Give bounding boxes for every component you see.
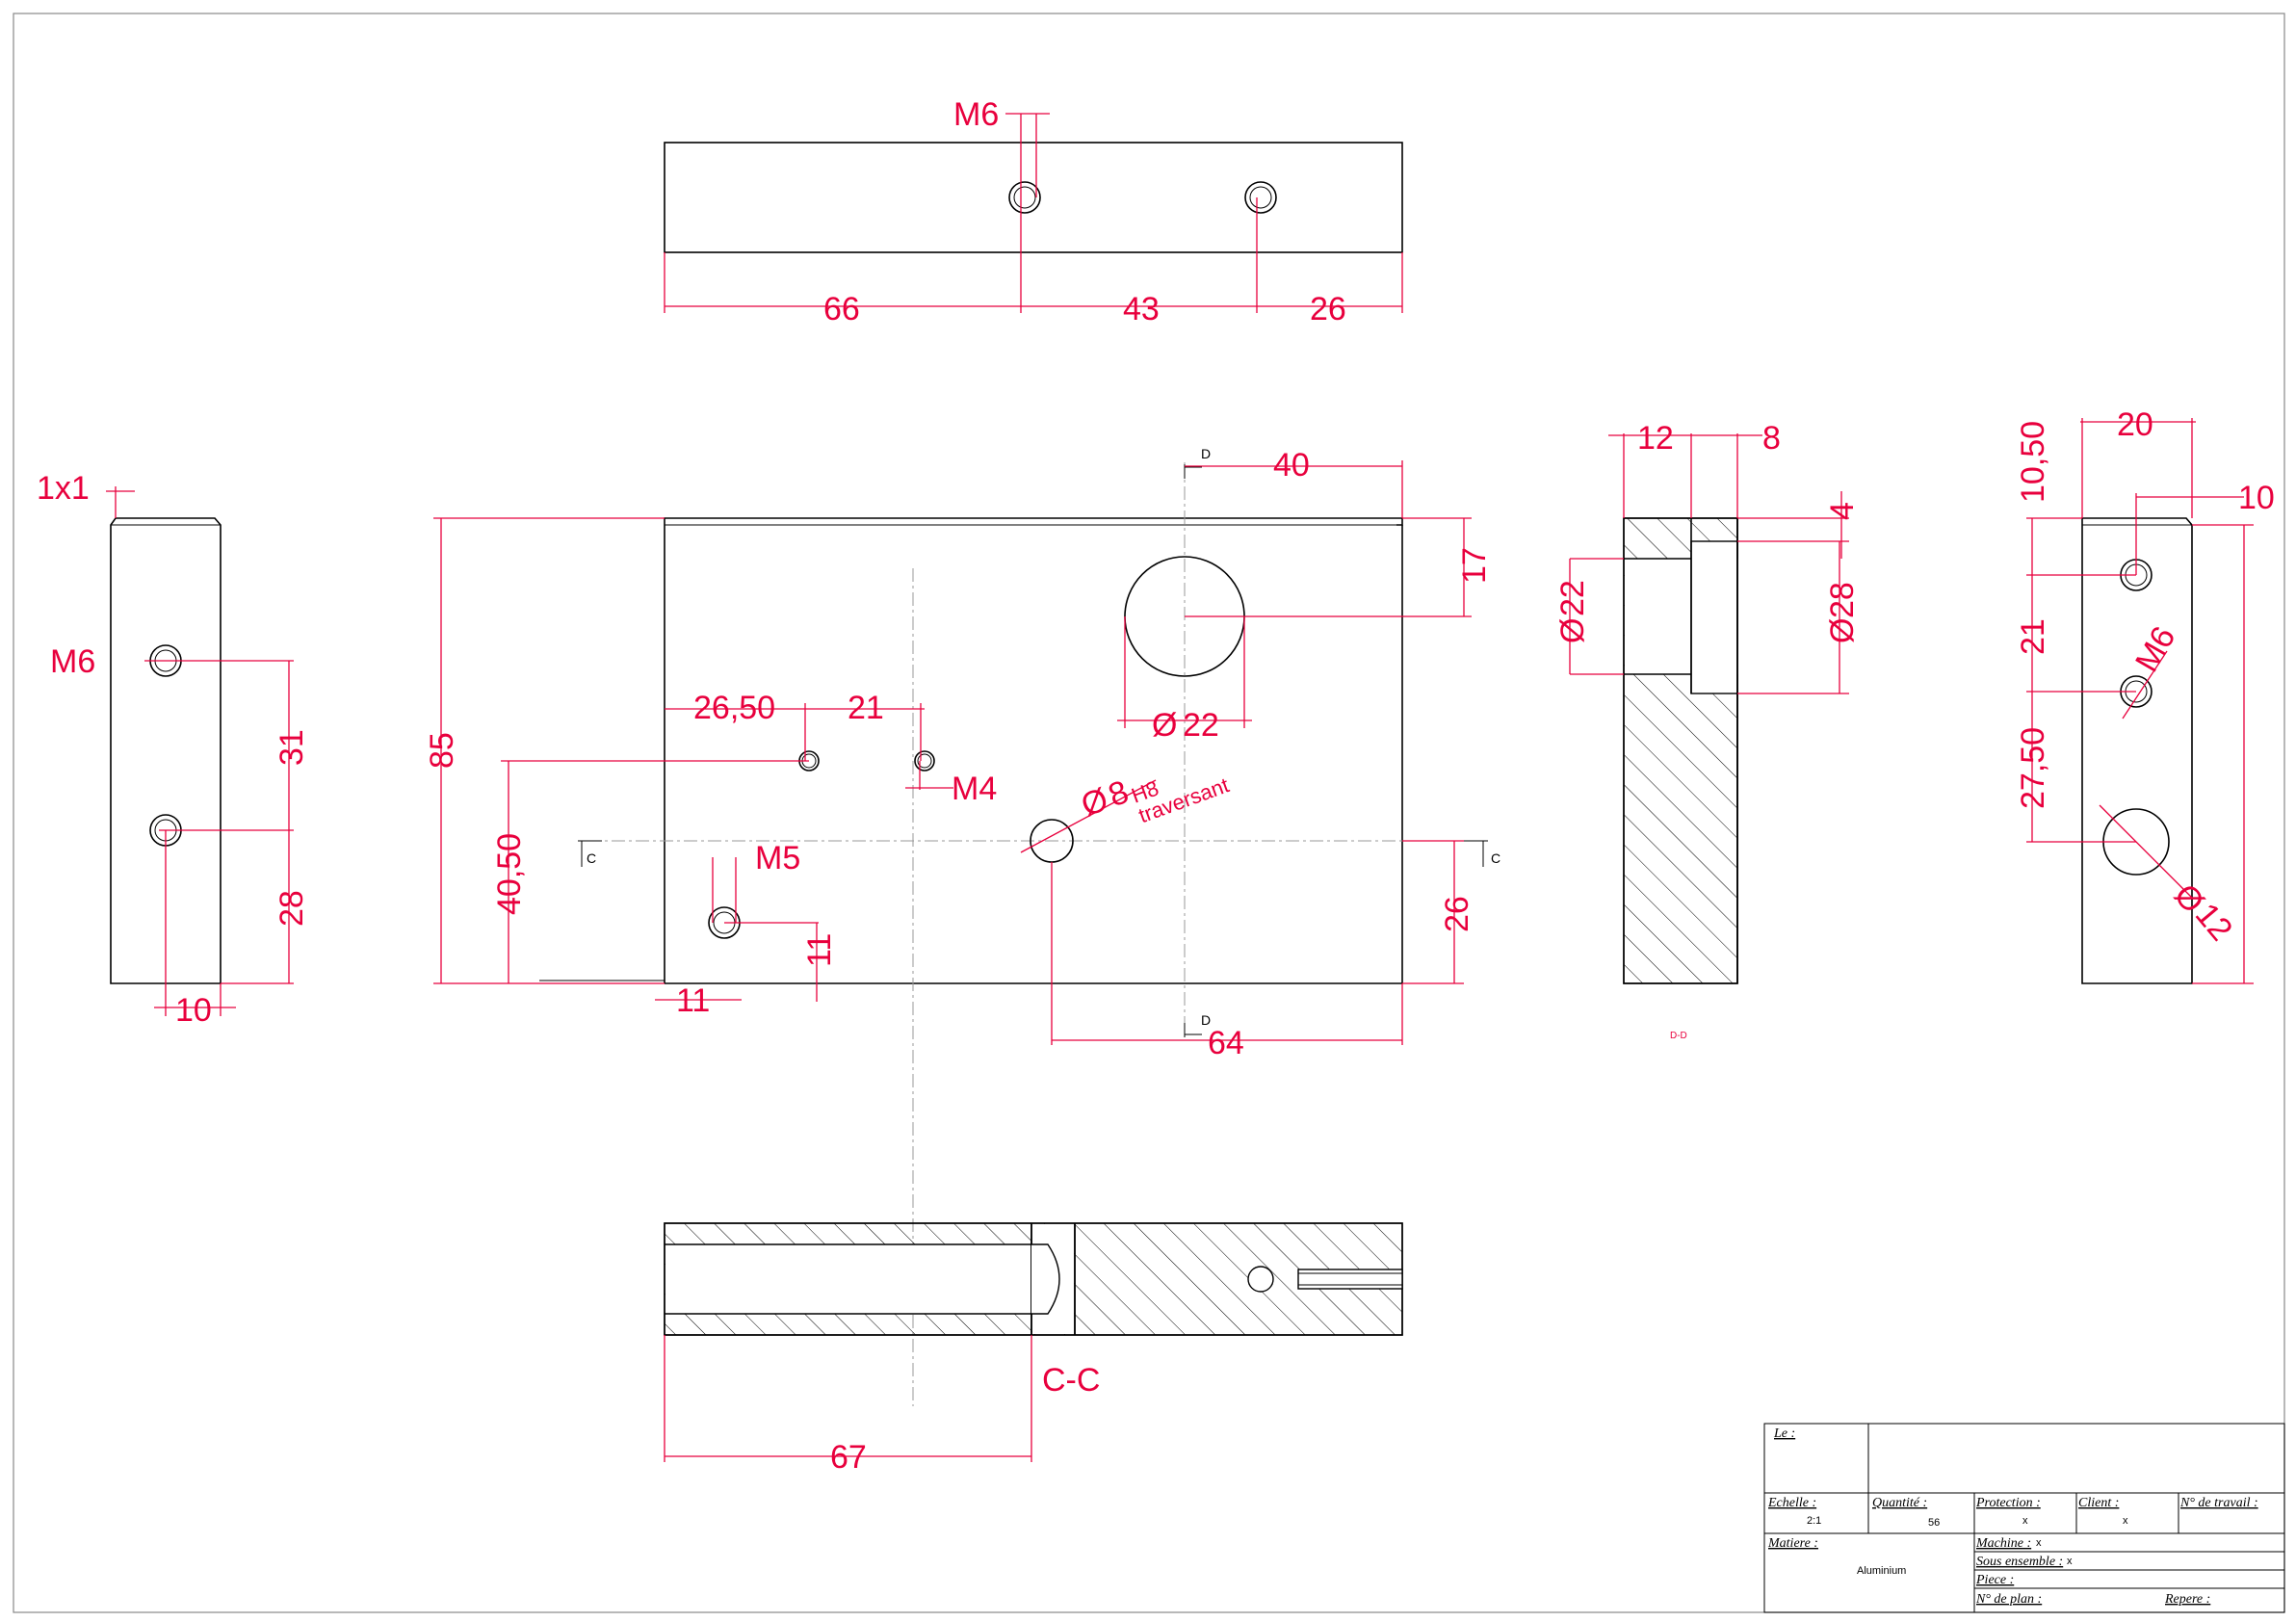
tb-echelle-label: Echelle : <box>1767 1496 1816 1510</box>
top-thread-label: M6 <box>953 96 999 133</box>
section-cc-view: 67 C-C <box>664 1222 1403 1476</box>
top-dim-43: 43 <box>1123 291 1160 327</box>
right-dim-21: 21 <box>2015 618 2051 655</box>
left-dim-28: 28 <box>274 890 310 927</box>
front-dim-64: 64 <box>1208 1025 1244 1061</box>
left-chamfer-label: 1x1 <box>37 470 90 507</box>
front-dim-26: 26 <box>1439 896 1475 932</box>
front-dim-11-vertical: 11 <box>801 933 838 967</box>
tb-machine-label: Machine : <box>1975 1536 2031 1551</box>
right-dim-27-50: 27,50 <box>2015 727 2051 809</box>
tb-protection-label: Protection : <box>1975 1496 2041 1510</box>
section-mark-d-top: D <box>1201 446 1211 461</box>
front-dim-dia-22: 22 <box>1183 707 1219 744</box>
right-dim-20: 20 <box>2117 406 2153 443</box>
front-dim-17: 17 <box>1456 547 1493 584</box>
front-thread-m5: M5 <box>755 840 800 876</box>
tb-le-label: Le : <box>1773 1426 1795 1441</box>
dd-dim-8: 8 <box>1762 420 1781 457</box>
tb-client-label: Client : <box>2078 1496 2119 1510</box>
left-view: 1x1 M6 31 28 10 <box>37 470 310 1029</box>
right-thread-m6: M6 <box>2128 620 2183 678</box>
section-mark-c-left: C <box>587 850 596 866</box>
dd-dim-dia-22-symbol: Ø <box>1554 618 1591 643</box>
tb-sous-ensemble-label: Sous ensemble : <box>1976 1555 2063 1569</box>
cc-section-label: C-C <box>1042 1362 1100 1399</box>
tb-quantite-label: Quantité : <box>1872 1496 1927 1510</box>
top-dim-66: 66 <box>823 291 860 327</box>
right-dim-10: 10 <box>2238 480 2275 516</box>
front-dim-11-horizontal: 11 <box>676 982 710 1019</box>
tb-client-value: x <box>2123 1515 2128 1527</box>
tb-travail-label: N° de travail : <box>2179 1496 2258 1510</box>
left-dim-10: 10 <box>175 992 212 1029</box>
tb-echelle-value: 2:1 <box>1807 1515 1821 1527</box>
dd-section-label: D-D <box>1670 1031 1687 1041</box>
front-thread-m4: M4 <box>952 771 997 807</box>
front-dim-26-50: 26,50 <box>693 690 775 726</box>
dd-dim-4: 4 <box>1824 502 1861 520</box>
section-mark-c-right: C <box>1491 850 1500 866</box>
front-dim-40: 40 <box>1273 447 1310 484</box>
dd-dim-dia-28: 28 <box>1824 582 1861 618</box>
left-thread-label: M6 <box>50 643 95 680</box>
right-view: 20 10 10,50 21 27,50 M6 Ø 12 <box>2015 406 2275 984</box>
tb-quantite-value: 56 <box>1928 1517 1940 1529</box>
title-block: Le : Echelle : 2:1 Quantité : 56 Protect… <box>1763 1423 2285 1613</box>
tb-sous-ensemble-value: x <box>2067 1556 2073 1567</box>
tb-protection-value: x <box>2022 1515 2028 1527</box>
section-mark-d-bottom: D <box>1201 1012 1211 1028</box>
sheet-border <box>13 13 2285 1613</box>
cc-dim-67: 67 <box>830 1439 867 1476</box>
front-dim-21: 21 <box>848 690 884 726</box>
dd-dim-dia-28-symbol: Ø <box>1824 618 1861 643</box>
top-view: M6 66 43 26 <box>664 96 1403 327</box>
tb-matiere-value: Aluminium <box>1857 1565 1906 1577</box>
tb-matiere-label: Matiere : <box>1767 1536 1818 1551</box>
tb-repere-label: Repere : <box>2164 1592 2210 1607</box>
tb-plan-label: N° de plan : <box>1975 1592 2042 1607</box>
tb-machine-value: x <box>2036 1537 2042 1549</box>
dd-dim-dia-22: 22 <box>1554 580 1591 616</box>
right-dim-10-50: 10,50 <box>2015 421 2051 503</box>
top-dim-26: 26 <box>1310 291 1346 327</box>
dd-dim-12: 12 <box>1637 420 1674 457</box>
section-dd-view: 12 8 4 Ø 22 Ø 28 D-D <box>1554 420 1861 1041</box>
front-dim-85: 85 <box>424 732 460 769</box>
front-dim-dia-22-symbol: Ø <box>1152 707 1177 744</box>
tb-piece-label: Piece : <box>1975 1573 2014 1587</box>
front-dim-40-50: 40,50 <box>491 833 528 915</box>
left-dim-31: 31 <box>274 729 310 766</box>
